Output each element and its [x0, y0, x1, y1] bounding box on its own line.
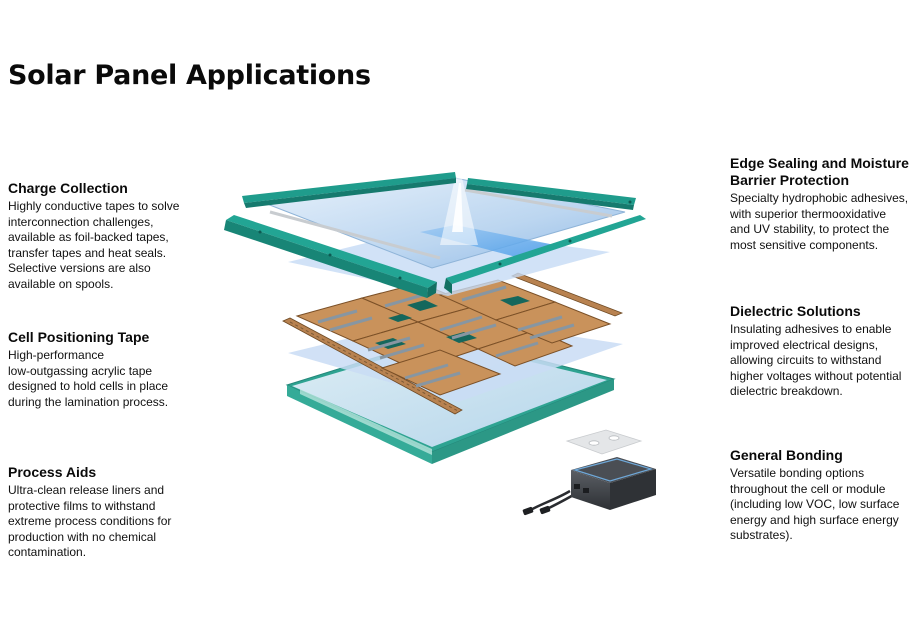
cell-positioning-line: during the lamination process.: [8, 394, 169, 409]
process-aids-line: extreme process conditions for: [8, 514, 172, 529]
dielectric-solutions-line: Insulating adhesives to enable: [730, 322, 892, 336]
junction-box: [522, 457, 656, 516]
frame-rail-top-left: [242, 172, 456, 208]
edge-sealing-heading: Edge Sealing and Moisture Barrier Protec…: [730, 155, 915, 189]
cell-positioning-line: low-outgassing acrylic tape: [8, 363, 153, 378]
edge-sealing-line: with superior thermooxidative: [730, 206, 887, 221]
process-aids-line: protective films to withstand: [8, 498, 156, 513]
top-glass-layer: [261, 177, 626, 269]
process-aids-line: production with no chemical: [8, 529, 157, 544]
charge-collection-description: Highly conductive tapes to solve interco…: [8, 199, 208, 293]
edge-sealing-line: most sensitive components.: [730, 237, 879, 252]
dielectric-solutions-line: improved electrical designs,: [730, 337, 879, 352]
process-aids-section: Process Aids Ultra-clean release liners …: [8, 464, 208, 561]
left-bus-ribbon: [282, 317, 463, 415]
dielectric-solutions-description: Insulating adhesives to enable improved …: [730, 322, 915, 400]
edge-sealing-line: and UV stability, to protect the: [730, 222, 890, 237]
charge-collection-line: transfer tapes and heat seals.: [8, 245, 167, 260]
general-bonding-line: throughout the cell or module: [730, 481, 886, 496]
charge-collection-line: interconnection challenges,: [8, 214, 154, 229]
dielectric-solutions-line: higher voltages without potential: [730, 368, 902, 383]
dielectric-solutions-line: dielectric breakdown.: [730, 384, 843, 399]
charge-collection-line: available as foil-backed tapes,: [8, 230, 169, 245]
edge-sealing-section: Edge Sealing and Moisture Barrier Protec…: [730, 155, 915, 253]
solar-panel-exploded-illustration: [224, 172, 656, 516]
process-aids-line: Ultra-clean release liners and: [8, 483, 165, 497]
junction-box-gasket: [565, 429, 643, 455]
edge-sealing-heading-line: Barrier Protection: [730, 172, 850, 188]
cell-positioning-line: designed to hold cells in place: [8, 379, 169, 394]
dielectric-solutions-heading: Dielectric Solutions: [730, 303, 861, 319]
edge-sealing-heading-line: Edge Sealing and Moisture: [730, 155, 909, 171]
edge-sealing-description: Specialty hydrophobic adhesives, with su…: [730, 191, 915, 253]
cell-positioning-section: Cell Positioning Tape High-performance l…: [8, 329, 208, 410]
charge-collection-line: Highly conductive tapes to solve: [8, 199, 180, 213]
process-aids-heading: Process Aids: [8, 464, 97, 480]
cell-positioning-description: High-performance low-outgassing acrylic …: [8, 348, 208, 410]
charge-collection-heading: Charge Collection: [8, 180, 128, 196]
cell-positioning-heading: Cell Positioning Tape: [8, 329, 150, 345]
frame-rail-front-left: [224, 215, 437, 298]
frame-rail-top-right: [466, 178, 636, 210]
general-bonding-line: energy and high surface energy: [730, 512, 899, 527]
charge-collection-line: Selective versions are also: [8, 261, 151, 276]
general-bonding-description: Versatile bonding options throughout the…: [730, 466, 915, 544]
charge-collection-section: Charge Collection Highly conductive tape…: [8, 180, 208, 293]
edge-sealing-line: Specialty hydrophobic adhesives,: [730, 191, 909, 205]
general-bonding-line: substrates).: [730, 528, 793, 543]
general-bonding-line: Versatile bonding options: [730, 466, 865, 480]
general-bonding-section: General Bonding Versatile bonding option…: [730, 447, 915, 544]
general-bonding-line: (including low VOC, low surface: [730, 497, 900, 512]
frame-rail-front-right: [444, 215, 646, 294]
process-aids-line: contamination.: [8, 545, 87, 560]
page-title: Solar Panel Applications: [8, 60, 371, 91]
general-bonding-heading: General Bonding: [730, 447, 843, 463]
dielectric-solutions-line: allowing circuits to withstand: [730, 353, 882, 368]
process-aids-description: Ultra-clean release liners and protectiv…: [8, 483, 208, 561]
charge-collection-line: available on spools.: [8, 276, 114, 291]
cell-positioning-line: High-performance: [8, 348, 105, 362]
dielectric-solutions-section: Dielectric Solutions Insulating adhesive…: [730, 303, 915, 400]
solar-cell-array: [295, 279, 612, 396]
